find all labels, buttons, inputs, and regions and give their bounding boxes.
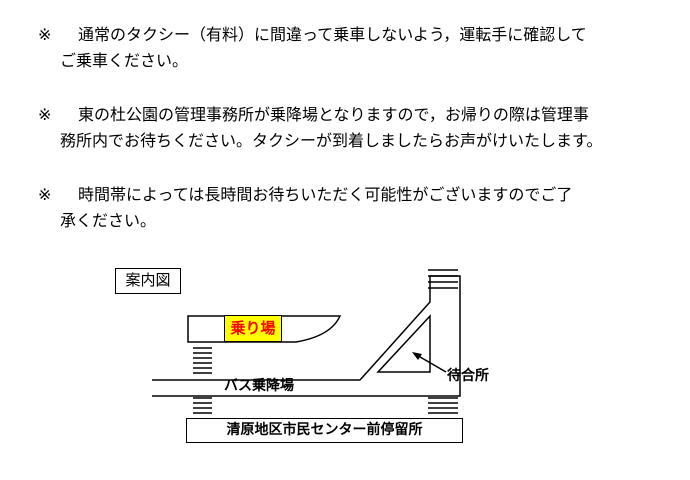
note-1: ※ 通常のタクシー（有料）に間違って乗車しないよう，運転手に確認して ご乗車くだ… xyxy=(38,22,678,74)
note-2-line-1: 東の杜公園の管理事務所が乗降場となりますので，お帰りの際は管理事 xyxy=(78,105,589,124)
crosswalk-right-top xyxy=(428,269,458,289)
crosswalk-right-bottom xyxy=(428,397,458,414)
bus-stop-label: バス乗降場 xyxy=(224,378,294,394)
note-1-line-1: 通常のタクシー（有料）に間違って乗車しないよう，運転手に確認して xyxy=(78,25,587,44)
crosswalk-left xyxy=(193,347,212,414)
note-3-line-2: 承ください。 xyxy=(60,211,157,230)
waiting-arrow-head xyxy=(412,352,422,360)
reference-mark: ※ xyxy=(38,185,52,204)
reference-mark: ※ xyxy=(38,105,52,124)
bus-stop-name: 清原地区市民センター前停留所 xyxy=(186,418,463,443)
note-2-line-2: 務所内でお待ちください。タクシーが到着しましたらお声がけいたします。 xyxy=(60,131,603,150)
waiting-area-label: 待合所 xyxy=(447,368,489,384)
note-1-line-2: ご乗車ください。 xyxy=(60,51,189,70)
boarding-label: 乗り場 xyxy=(224,315,282,342)
note-2: ※ 東の杜公園の管理事務所が乗降場となりますので，お帰りの際は管理事 務所内でお… xyxy=(38,102,678,154)
reference-mark: ※ xyxy=(38,25,52,44)
note-3-line-1: 時間帯によっては長時間お待ちいただく可能性がございますのでご了 xyxy=(78,185,573,204)
waiting-arrow xyxy=(414,353,447,373)
map-title: 案内図 xyxy=(115,268,181,294)
note-3: ※ 時間帯によっては長時間お待ちいただく可能性がございますのでご了 承ください。 xyxy=(38,182,678,234)
waiting-area xyxy=(376,314,431,373)
notes-section: ※ 通常のタクシー（有料）に間違って乗車しないよう，運転手に確認して ご乗車くだ… xyxy=(38,22,678,262)
